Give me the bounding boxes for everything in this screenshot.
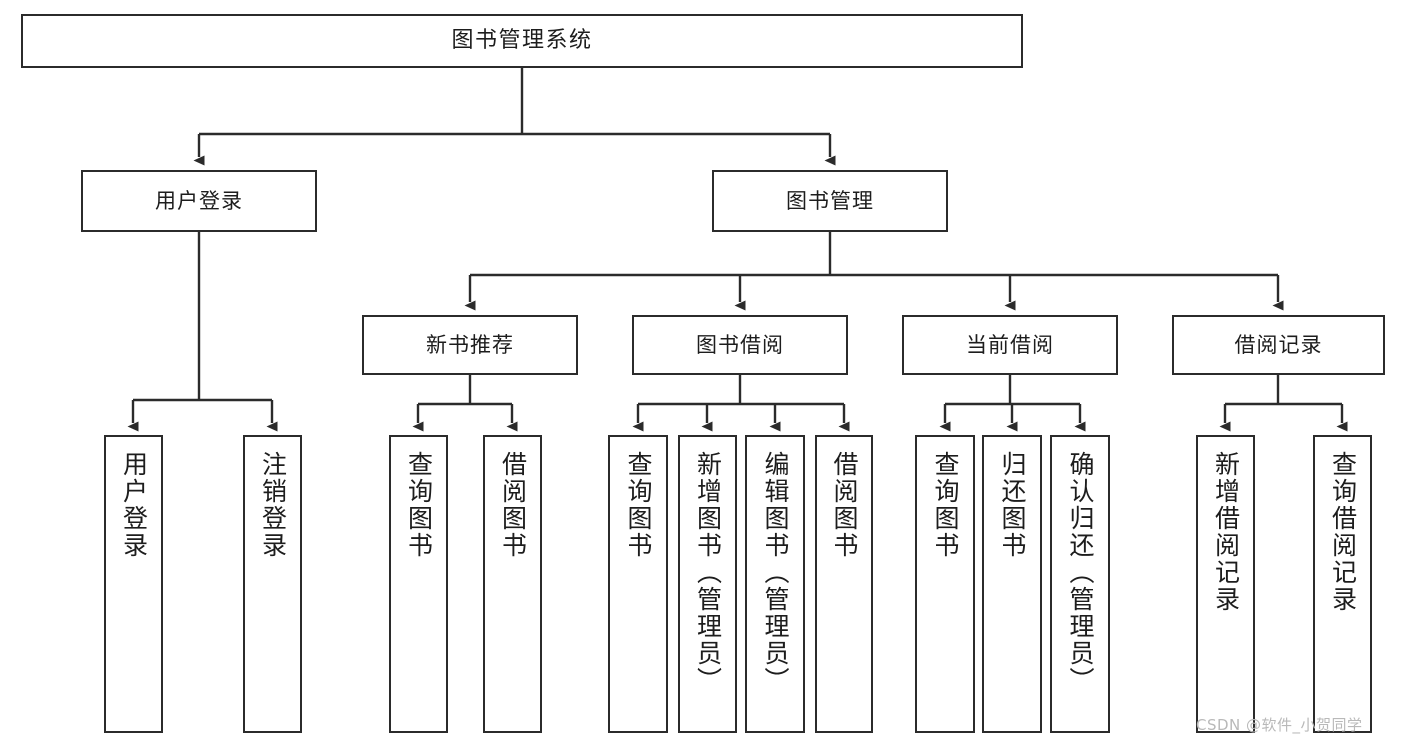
node-label: 借阅图书 [830,451,859,559]
node-label: 用户登录 [119,451,149,559]
node-borrow-record[interactable]: 借阅记录 [1172,315,1385,375]
leaf-confirm-return[interactable]: 确认归还（管理员） [1050,435,1110,733]
leaf-query-book-borrow[interactable]: 查询图书 [608,435,668,733]
leaf-query-book-current[interactable]: 查询图书 [915,435,975,733]
node-label: 确认归还（管理员） [1066,451,1095,694]
node-label: 归还图书 [998,451,1027,559]
leaf-add-borrow-record[interactable]: 新增借阅记录 [1196,435,1255,733]
node-label: 图书管理 [786,188,874,213]
node-book-borrow[interactable]: 图书借阅 [632,315,848,375]
node-user-login[interactable]: 用户登录 [81,170,317,232]
node-label: 编辑图书（管理员） [761,451,790,694]
node-label: 借阅图书 [498,451,528,559]
leaf-edit-book[interactable]: 编辑图书（管理员） [745,435,805,733]
leaf-query-borrow-record[interactable]: 查询借阅记录 [1313,435,1372,733]
leaf-borrow-book[interactable]: 借阅图书 [815,435,873,733]
leaf-return-book[interactable]: 归还图书 [982,435,1042,733]
node-label: 新书推荐 [426,332,514,357]
node-label: 图书借阅 [696,332,784,357]
node-label: 当前借阅 [966,332,1054,357]
node-book-management-system[interactable]: 图书管理系统 [21,14,1023,68]
csdn-watermark: CSDN @软件_小贺同学 [1196,716,1363,734]
node-label: 注销登录 [258,451,288,559]
node-new-book-recommend[interactable]: 新书推荐 [362,315,578,375]
node-label: 查询图书 [624,451,653,559]
node-label: 新增图书（管理员） [693,451,723,694]
node-book-management[interactable]: 图书管理 [712,170,948,232]
node-label: 查询借阅记录 [1328,451,1358,613]
leaf-logout-login[interactable]: 注销登录 [243,435,302,733]
leaf-borrow-book-recommend[interactable]: 借阅图书 [483,435,542,733]
node-label: 新增借阅记录 [1211,451,1241,613]
node-label: 用户登录 [155,188,243,213]
leaf-add-book[interactable]: 新增图书（管理员） [678,435,737,733]
node-label: 查询图书 [404,451,434,559]
node-current-borrow[interactable]: 当前借阅 [902,315,1118,375]
node-label: 图书管理系统 [451,28,593,54]
node-label: 查询图书 [931,451,960,559]
leaf-user-login[interactable]: 用户登录 [104,435,163,733]
node-label: 借阅记录 [1234,332,1323,357]
leaf-query-book-recommend[interactable]: 查询图书 [389,435,448,733]
